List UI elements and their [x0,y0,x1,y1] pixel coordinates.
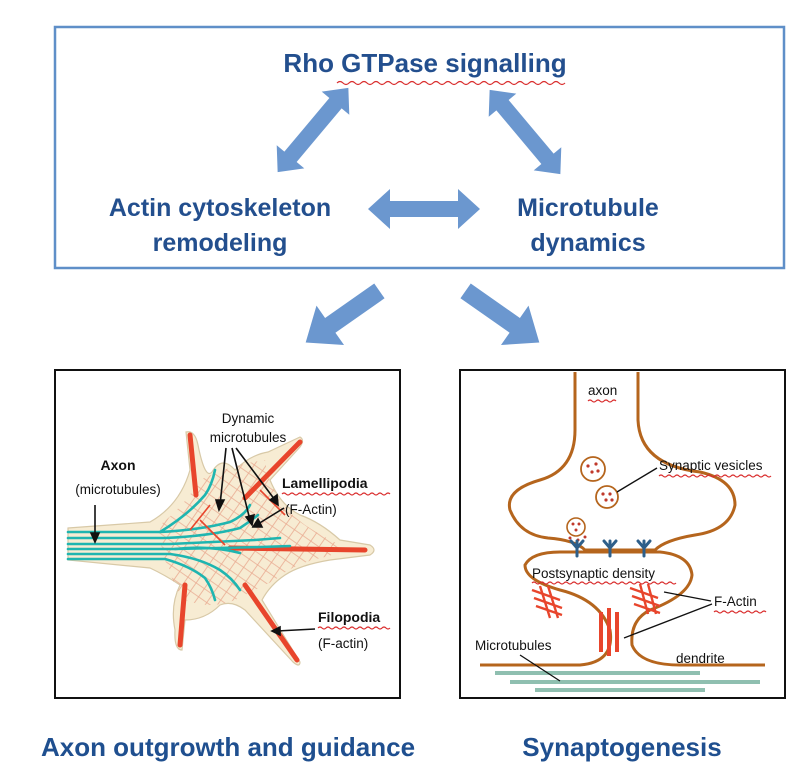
title-rho-gtpase: Rho GTPase signalling [283,48,566,78]
dynamic-microtubules-label-line1: Dynamic [222,411,275,426]
filopodia-bundles [177,432,368,663]
dendrite-label: dendrite [676,651,725,666]
left-pointers [89,447,316,637]
growth-cone-illustration [66,431,375,666]
right-panel-frame [459,369,786,699]
f-actin-pointer-2 [623,603,713,639]
left-caption: Axon outgrowth and guidance [41,732,415,762]
spellcheck-squiggle [336,80,566,86]
double-arrow-right-icon [488,89,562,175]
lamellipodia-label: Lamellipodia [282,475,368,491]
arrow-down-left-icon [305,283,385,345]
vesicles-pointer [616,467,658,493]
postsynaptic-spine [480,550,765,667]
dynamic-microtubules-label-line2: microtubules [210,430,287,445]
presynaptic-bouton [507,372,737,552]
filopodia-squiggle [317,626,391,630]
label-microtubule-line1: Microtubule [517,194,659,222]
lamellipodia-squiggle [281,492,391,496]
axon-sub-label: (microtubules) [75,482,161,497]
f-actin-label: F-Actin [714,594,757,609]
axon-squiggle [587,399,617,403]
filopodia-label: Filopodia [318,609,380,625]
label-actin-remodeling-line2: remodeling [153,229,288,257]
spine-neck-actin [599,608,619,656]
double-arrow-left-icon [276,87,350,173]
filopodia-sub-label: (F-actin) [318,636,368,651]
dendrite-microtubules [495,671,760,692]
synapse-axon-label: axon [588,383,617,398]
density-squiggle [531,581,677,585]
top-box [53,25,786,270]
arrow-down-right-icon [460,283,540,345]
f-actin-squiggle [713,610,767,614]
double-arrow-horizontal-icon [368,189,480,229]
label-actin-remodeling-line1: Actin cytoskeleton [109,194,331,222]
arrows-group [276,87,562,345]
receptors [569,539,652,558]
lamellipodia-sub-label: (F-Actin) [285,502,337,517]
vesicles-squiggle [658,474,772,478]
microtubules-pointer [519,654,561,682]
synapse-illustration [480,372,765,692]
postsynaptic-density-label: Postsynaptic density [532,566,655,581]
postsynaptic-actin [531,583,661,619]
label-microtubule-line2: dynamics [530,229,645,257]
right-caption: Synaptogenesis [522,732,721,762]
microtubules-label: Microtubules [475,638,552,653]
f-actin-pointer-1 [663,591,712,602]
synaptic-vesicles [566,456,619,542]
axon-label: Axon [101,457,136,473]
synaptic-vesicles-label: Synaptic vesicles [659,458,763,473]
